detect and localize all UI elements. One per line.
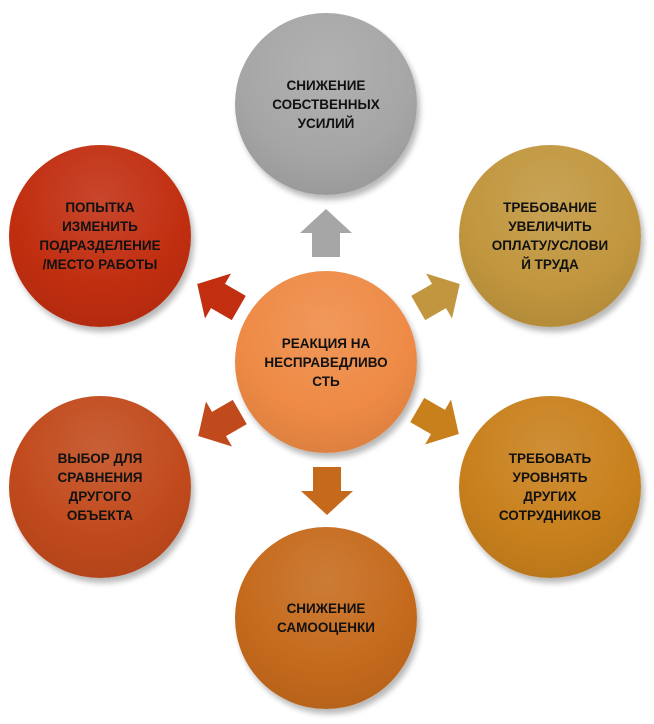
- arrow-shape: [411, 273, 460, 321]
- arrow-to-lower-right: [410, 396, 464, 448]
- arrow-to-bottom: [301, 465, 353, 517]
- node-bottom-label: СНИЖЕНИЕ САМООЦЕНКИ: [277, 601, 375, 635]
- node-lower-left-label: ВЫБОР ДЛЯ СРАВНЕНИЯ ДРУГОГО ОБЪЕКТА: [57, 451, 143, 523]
- center-node-label: РЕАКЦИЯ НА НЕСПРАВЕДЛИВО СТЬ: [264, 335, 388, 389]
- node-lower-right: ТРЕБОВАТЬ УРОВНЯТЬ ДРУГИХ СОТРУДНИКОВ: [459, 396, 641, 578]
- node-upper-right-label: ТРЕБОВАНИЕ УВЕЛИЧИТЬ ОПЛАТУ/УСЛОВИ Й ТРУ…: [491, 200, 609, 272]
- node-lower-right-label: ТРЕБОВАТЬ УРОВНЯТЬ ДРУГИХ СОТРУДНИКОВ: [498, 451, 602, 523]
- arrow-to-upper-right: [411, 270, 465, 322]
- node-bottom: СНИЖЕНИЕ САМООЦЕНКИ: [235, 527, 417, 709]
- node-lower-left: ВЫБОР ДЛЯ СРАВНЕНИЯ ДРУГОГО ОБЪЕКТА: [9, 396, 191, 578]
- node-upper-right: ТРЕБОВАНИЕ УВЕЛИЧИТЬ ОПЛАТУ/УСЛОВИ Й ТРУ…: [459, 145, 641, 327]
- arrow-to-lower-left: [193, 398, 247, 450]
- arrow-shape: [301, 467, 353, 515]
- arrow-shape: [300, 209, 352, 257]
- node-upper-left-label: ПОПЫТКА ИЗМЕНИТЬ ПОДРАЗДЕЛЕНИЕ /МЕСТО РА…: [39, 200, 161, 272]
- arrow-shape: [197, 273, 246, 321]
- arrow-to-top: [300, 207, 352, 259]
- node-top: СНИЖЕНИЕ СОБСТВЕННЫХ УСИЛИЙ: [235, 13, 417, 195]
- arrow-to-upper-left: [192, 270, 246, 322]
- arrow-shape: [410, 397, 459, 445]
- arrow-shape: [198, 399, 247, 447]
- center-node: РЕАКЦИЯ НА НЕСПРАВЕДЛИВО СТЬ: [235, 271, 417, 453]
- node-upper-left: ПОПЫТКА ИЗМЕНИТЬ ПОДРАЗДЕЛЕНИЕ /МЕСТО РА…: [9, 145, 191, 327]
- node-top-label: СНИЖЕНИЕ СОБСТВЕННЫХ УСИЛИЙ: [272, 77, 380, 131]
